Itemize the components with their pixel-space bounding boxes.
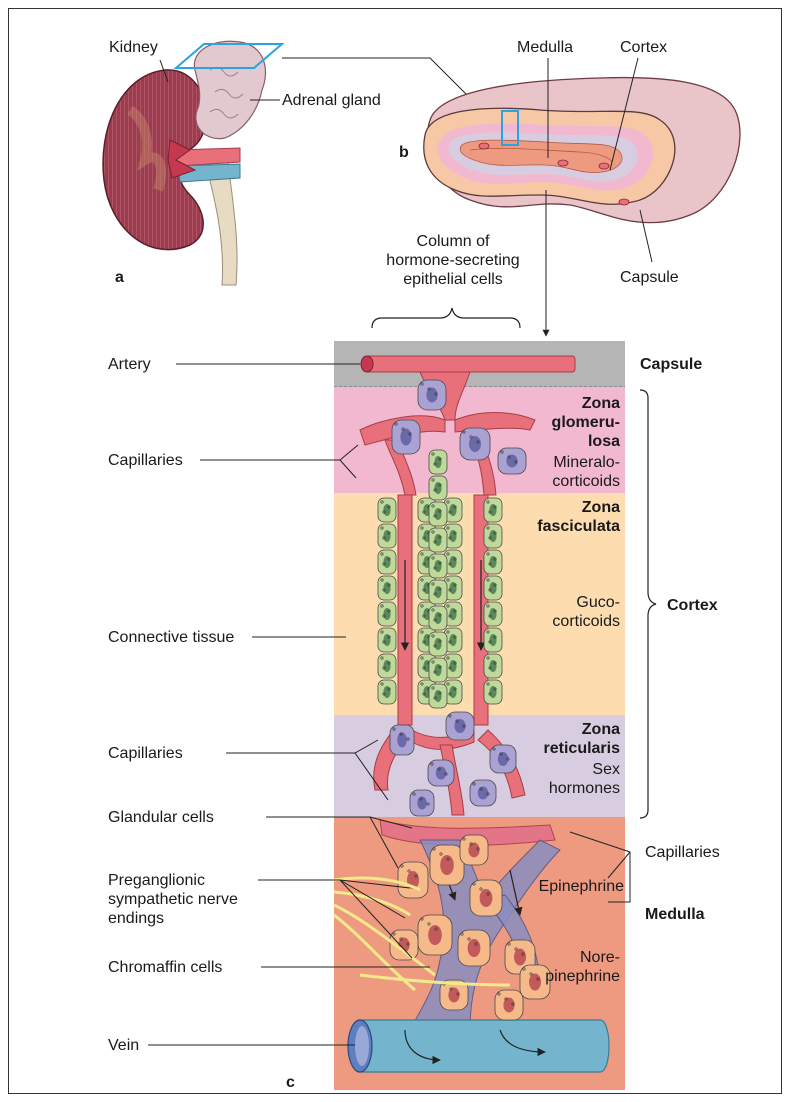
reticularis-line2: reticularis (500, 739, 620, 758)
column-label: Column of hormone-secreting epithelial c… (358, 232, 548, 289)
chromaffin-cell-nucleus (480, 889, 493, 907)
reticularis-cell-nucleus (478, 787, 488, 800)
adrenal-gland-label: Adrenal gland (282, 91, 381, 110)
capillaries-label-right: Capillaries (645, 843, 720, 862)
medulla-label-b: Medulla (517, 38, 573, 57)
gluco-line1: Guco- (500, 593, 620, 612)
chromaffin-cell-nucleus (468, 939, 481, 957)
sex-line2: hormones (500, 779, 620, 798)
capsule-label-c: Capsule (640, 355, 702, 374)
nore-line1: Nore- (500, 948, 620, 967)
column-label-line1: Column of (358, 232, 548, 251)
glandular-cells-label: Glandular cells (108, 808, 214, 827)
preganglionic-label: Preganglionic sympathetic nerve endings (108, 871, 238, 928)
nore-line2: pinephrine (500, 967, 620, 986)
panel-b-letter: b (399, 143, 409, 162)
column-brace (372, 308, 520, 328)
epinephrine-label: Epinephrine (500, 877, 624, 896)
reticularis-line1: Zona (500, 720, 620, 739)
artery-label: Artery (108, 355, 151, 374)
cortex-label-b: Cortex (620, 38, 667, 57)
fasciculata-line1: Zona (500, 498, 620, 517)
glucocorticoids-label: Guco- corticoids (500, 593, 620, 631)
sex-hormones-label: Sex hormones (500, 760, 620, 798)
glomerulosa-cell-nucleus (400, 429, 411, 446)
zona-reticularis-title: Zona reticularis (500, 720, 620, 758)
preganglionic-line1: Preganglionic (108, 871, 238, 890)
cortex-label-c: Cortex (667, 596, 718, 615)
capillaries-label-1: Capillaries (108, 451, 183, 470)
mineralo-line1: Mineralo- (500, 453, 620, 472)
sex-line1: Sex (500, 760, 620, 779)
vein-label: Vein (108, 1036, 139, 1055)
connective-tissue-label: Connective tissue (108, 628, 234, 647)
glomerulosa-line1: Zona (500, 394, 620, 413)
artery-vessel (365, 356, 575, 372)
zona-glomerulosa-title: Zona glomeru- losa (500, 394, 620, 451)
medulla-label-c: Medulla (645, 905, 705, 924)
mineralo-line2: corticoids (500, 472, 620, 491)
mineralocorticoids-label: Mineralo- corticoids (500, 453, 620, 491)
capillaries-label-2: Capillaries (108, 744, 183, 763)
reticularis-cell-nucleus (436, 767, 446, 780)
glomerulosa-line2: glomeru- (500, 413, 620, 432)
adrenal-gland-shape (194, 41, 265, 138)
cortex-brace (640, 390, 656, 818)
zona-fasciculata-title: Zona fasciculata (500, 498, 620, 536)
chromaffin-cells-label: Chromaffin cells (108, 958, 222, 977)
column-label-line3: epithelial cells (358, 270, 548, 289)
gluco-line2: corticoids (500, 612, 620, 631)
capsule-label-b: Capsule (620, 268, 679, 287)
panel-a-letter: a (115, 268, 124, 287)
kidney-label: Kidney (109, 38, 158, 57)
glomerulosa-line3: losa (500, 432, 620, 451)
panel-b-section-drawing (424, 58, 740, 336)
column-label-line2: hormone-secreting (358, 251, 548, 270)
panel-c-letter: c (286, 1073, 295, 1092)
norepinephrine-label: Nore- pinephrine (500, 948, 620, 986)
vein-vessel (358, 1020, 609, 1072)
preganglionic-line3: endings (108, 909, 238, 928)
fasciculata-line2: fasciculata (500, 517, 620, 536)
preganglionic-line2: sympathetic nerve (108, 890, 238, 909)
